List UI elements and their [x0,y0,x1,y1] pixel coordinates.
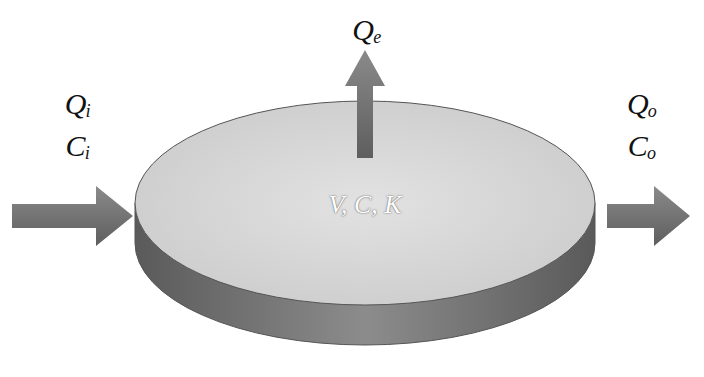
outflow-arrow [607,186,690,246]
inflow-arrow [12,186,133,246]
flow-label: Qᵢ [65,87,91,121]
flow-label: Cᵢ [66,129,91,163]
outflow-up-arrow [345,50,385,158]
flow-label: Qₒ [627,87,657,121]
flow-label: Qₑ [352,13,382,47]
node-label: V, C, K [328,190,401,220]
flow-label: Cₒ [628,129,657,163]
